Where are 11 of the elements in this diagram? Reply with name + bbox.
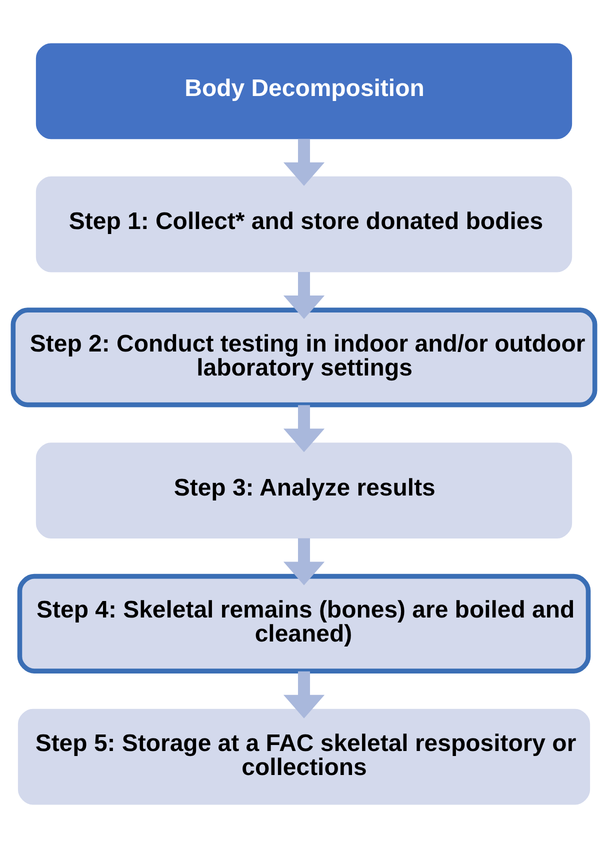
arrow bbox=[283, 138, 325, 186]
node-box: Step 2: Conduct testing in indoor and/or outdoor laboratory settings bbox=[10, 308, 598, 408]
node-box: Body Decomposition bbox=[36, 43, 572, 140]
node-box: Step 4: Skeletal remains (bones) are boiled and cleaned) bbox=[17, 574, 591, 674]
node-box: Step 1: Collect* and store donated bodies bbox=[36, 176, 572, 272]
node-box: Step 3: Analyze results bbox=[36, 442, 572, 539]
arrow bbox=[283, 272, 325, 320]
node-box: Step 5: Storage at a FAC skeletal respository or collections bbox=[18, 708, 590, 805]
arrow bbox=[283, 538, 325, 586]
arrow bbox=[283, 671, 325, 718]
arrow bbox=[283, 405, 325, 452]
